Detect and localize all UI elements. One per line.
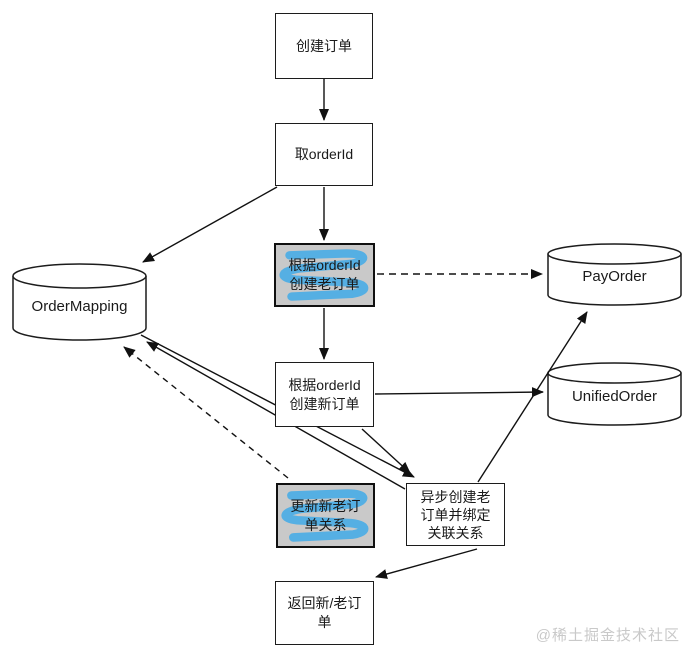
node-unified-order-label: UnifiedOrder (571, 388, 658, 405)
marker-scribble-icon (281, 489, 369, 542)
cylinder-order-mapping (12, 263, 147, 341)
cylinder-pay-order (547, 243, 682, 306)
node-async-create-label-line3: 关联关系 (427, 524, 484, 541)
node-async-create-label-line2: 订单并绑定 (420, 506, 491, 523)
node-create-new-order: 根据orderId 创建新订单 (275, 362, 374, 427)
node-update-mapping-label-line1: 更新新老订 (290, 497, 361, 514)
node-create-order-label: 创建订单 (296, 37, 352, 54)
watermark: @稀土掘金技术社区 (535, 627, 680, 644)
edge-async-create-to-pay-order (477, 311, 588, 483)
node-create-old-order-label-line1: 根据orderId (288, 257, 361, 273)
node-return-order-label-line1: 返回新/老订 (287, 595, 362, 611)
node-create-new-order-label-line2: 创建新订单 (289, 395, 360, 412)
node-return-order-label-line2: 单 (317, 614, 332, 630)
node-async-create-label-line1: 异步创建老 (420, 488, 491, 505)
cylinder-unified-order (547, 362, 682, 426)
node-async-create: 异步创建老 订单并绑定 关联关系 (406, 483, 505, 546)
edge-get-order-id-to-order-mapping (142, 186, 278, 263)
node-get-order-id: 取orderId (275, 123, 373, 186)
node-get-order-id-label: 取orderId (294, 146, 354, 162)
node-create-old-order-label-line2: 创建老订单 (289, 276, 360, 292)
node-create-order: 创建订单 (275, 13, 373, 79)
node-order-mapping-label: OrderMapping (31, 298, 128, 315)
node-update-mapping-label-line2: 单关系 (304, 516, 347, 533)
edge-create-new-order-to-async-create (361, 428, 411, 474)
node-pay-order-label: PayOrder (582, 268, 647, 285)
edge-async-create-to-return-order (375, 548, 478, 579)
node-return-order: 返回新/老订 单 (275, 581, 374, 645)
node-update-mapping: 更新新老订 单关系 (276, 483, 375, 548)
edge-create-new-order-to-unified-order (374, 387, 544, 398)
node-create-new-order-label-line1: 根据orderId (288, 376, 361, 393)
marker-scribble-icon (279, 249, 369, 301)
edge-update-mapping-to-order-mapping (123, 346, 289, 479)
node-create-old-order: 根据orderId 创建老订单 (274, 243, 375, 307)
